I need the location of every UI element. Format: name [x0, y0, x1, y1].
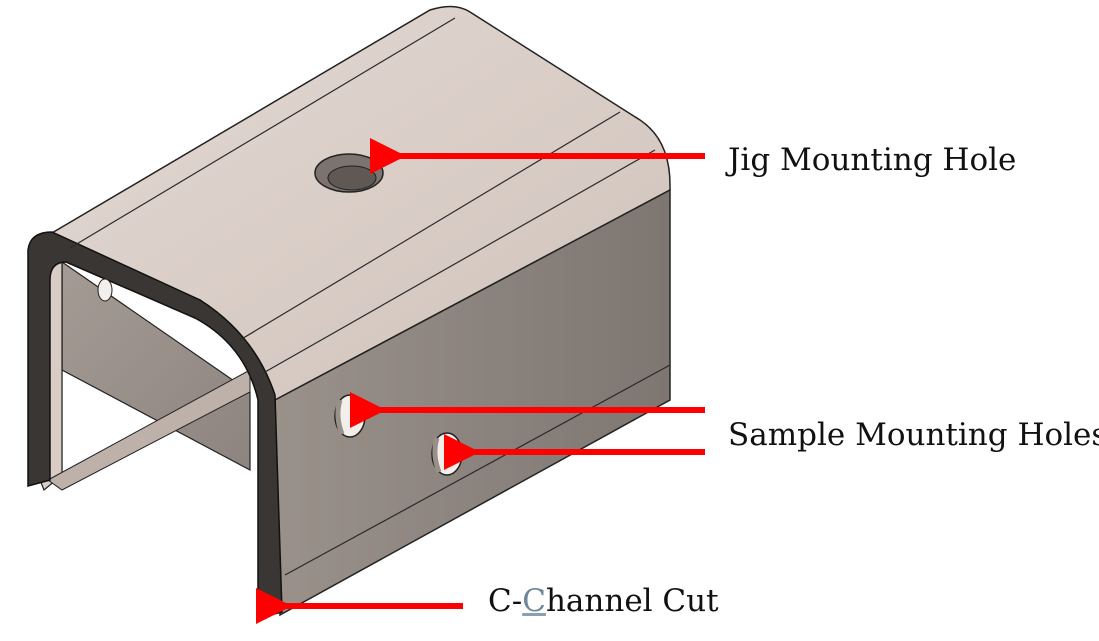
top-fold-line-2	[239, 111, 621, 341]
jig-hole-inner	[327, 165, 377, 191]
far-sample-hole	[97, 278, 113, 302]
c-channel-cut-label: C-Channel Cut	[488, 586, 719, 617]
c-channel-cut-prefix: C-	[488, 583, 523, 619]
jig-mounting-hole-label: Jig Mounting Hole	[728, 142, 1017, 178]
c-channel-cut-suffix: hannel Cut	[545, 583, 719, 619]
top-fold-line-1	[69, 17, 456, 249]
left-wall-bottom-strip	[47, 369, 251, 491]
c-channel-cut-underlined-letter: C	[522, 583, 546, 619]
c-channel-cut-profile	[27, 231, 283, 619]
top-fold-line-3	[264, 149, 656, 373]
side-fold-line	[284, 364, 671, 576]
sample-mounting-holes-label: Sample Mounting Holes	[728, 417, 1099, 453]
